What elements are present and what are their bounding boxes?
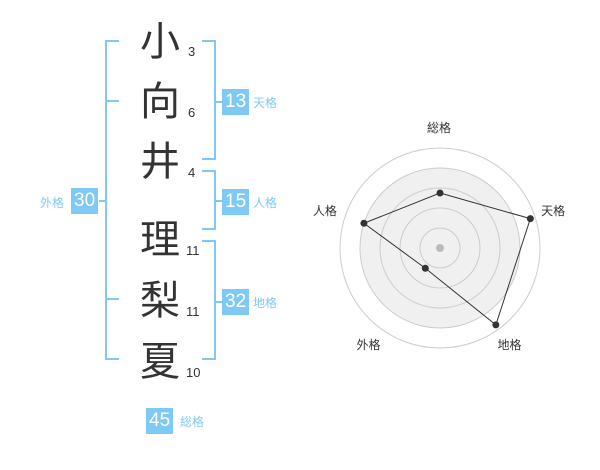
chikaku-value-badge: 32: [222, 289, 250, 315]
radar-axis-label-4: 外格: [356, 338, 381, 353]
radar-center-dot: [436, 244, 444, 252]
name-char-3-strokes: 4: [188, 165, 196, 180]
radar-grid-ring-1: [339, 147, 541, 349]
name-char-4: 理: [140, 217, 180, 263]
radar-value-polygon: [362, 192, 531, 326]
name-char-6-strokes: 10: [186, 365, 201, 380]
radar-grid-ring-2: [359, 167, 521, 329]
radar-point-4: [421, 264, 429, 272]
radar-grid-ring-4: [399, 207, 481, 289]
name-char-4-strokes: 11: [186, 243, 200, 258]
name-char-3: 井: [140, 139, 180, 185]
radar-grid-ring-5: [419, 227, 461, 269]
soukaku-value-badge: 45: [146, 408, 174, 434]
radar-axis-label-3: 地格: [497, 338, 522, 353]
name-char-5-strokes: 11: [186, 304, 200, 319]
radar-axis-label-5: 人格: [312, 203, 337, 218]
name-char-2: 向: [140, 79, 180, 125]
radar-point-5: [360, 219, 368, 227]
tenkaku-label: 天格: [253, 96, 278, 110]
name-char-1-strokes: 3: [188, 44, 196, 59]
radar-point-2: [526, 215, 534, 223]
name-char-2-strokes: 6: [188, 105, 196, 120]
name-char-6: 夏: [140, 339, 180, 385]
jinkaku-value-badge: 15: [222, 189, 250, 215]
gaikaku-value-badge: 30: [71, 188, 99, 214]
radar-axis-label-1: 総格: [427, 121, 452, 135]
radar-axis-label-2: 天格: [541, 203, 566, 218]
chikaku-label: 地格: [253, 296, 278, 310]
soukaku-label: 総格: [180, 415, 205, 429]
gaikaku-label: 外格: [40, 196, 65, 210]
radar-grid-ring-3: [379, 187, 501, 309]
radar-point-3: [492, 321, 500, 329]
jinkaku-label: 人格: [253, 196, 278, 210]
name-char-1: 小: [140, 19, 180, 65]
tenkaku-value-badge: 13: [222, 89, 250, 115]
radar-point-1: [436, 189, 444, 197]
name-char-5: 梨: [140, 278, 180, 324]
